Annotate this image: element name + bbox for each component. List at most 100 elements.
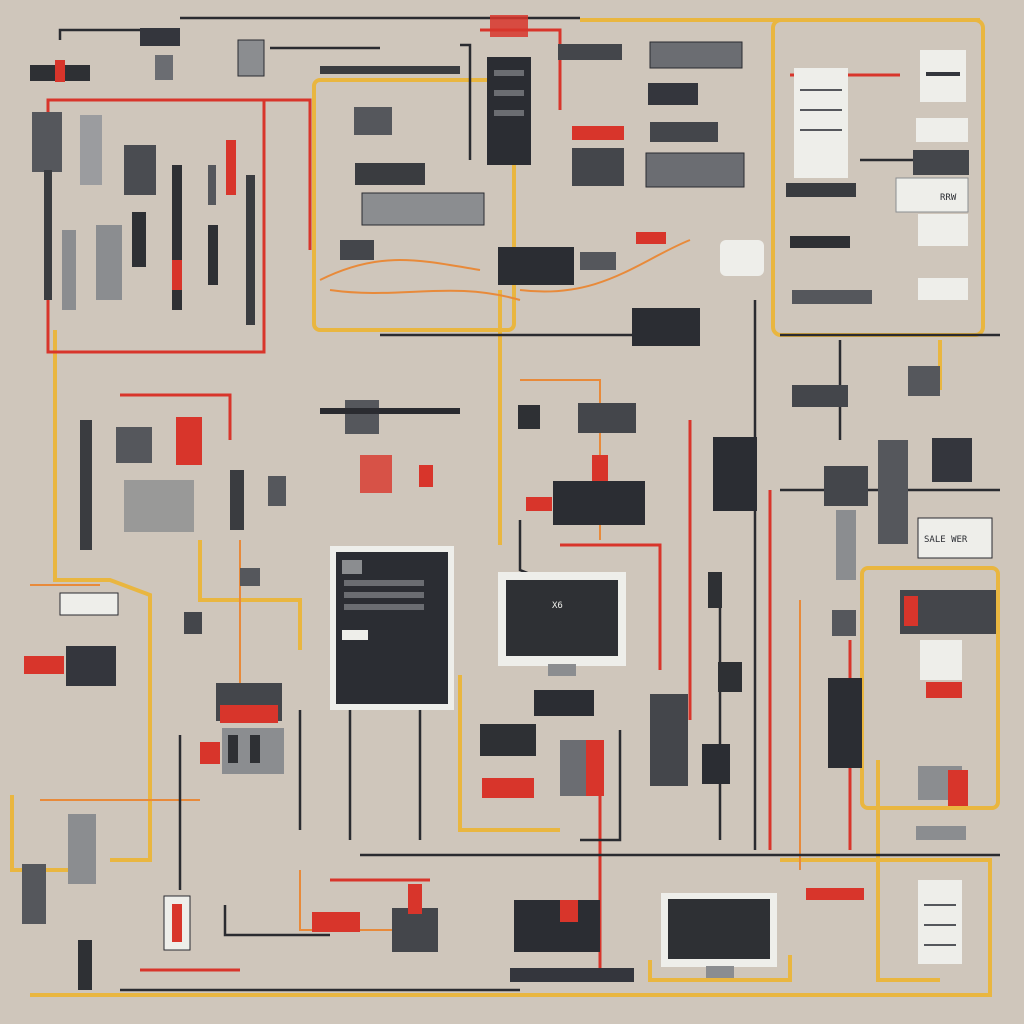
sensor-a <box>518 405 540 429</box>
cable-center <box>572 126 624 140</box>
plug-right <box>948 770 968 806</box>
terminal-top <box>238 40 264 76</box>
box-e <box>572 148 624 186</box>
document-bottom-right <box>918 880 962 964</box>
relay-red <box>360 455 392 493</box>
controller-bottom <box>514 900 600 952</box>
tool-rod <box>246 175 255 325</box>
document-sheet-e <box>918 278 968 300</box>
fuse-holder-element <box>172 904 182 942</box>
clip-b <box>240 568 260 586</box>
document-right <box>920 640 962 680</box>
rod-left <box>78 940 92 990</box>
bracket-left <box>22 864 46 924</box>
document-line <box>926 72 960 76</box>
brush-left <box>68 814 96 884</box>
amp-plug <box>482 778 534 798</box>
fuse-top <box>490 15 528 37</box>
box-g <box>650 122 718 142</box>
stick-a <box>230 470 244 530</box>
control-panel-indicator <box>342 560 362 574</box>
drive-unit <box>362 193 484 225</box>
controller-bottom-led <box>560 900 578 922</box>
fuse-red <box>419 465 433 487</box>
box-a <box>354 107 392 135</box>
center-monitor-stand <box>548 664 576 676</box>
center-monitor: X6 <box>498 572 626 676</box>
control-panel-label <box>342 630 368 640</box>
breaker-plug <box>200 742 220 764</box>
cable-bottom-right <box>806 888 864 900</box>
connector-top-left-plug <box>55 60 65 82</box>
switch-top <box>140 28 180 46</box>
transformer-a <box>116 427 152 463</box>
bottom-monitor <box>661 893 777 978</box>
junction-bottom-plug <box>408 884 422 914</box>
bottom-monitor-screen <box>668 899 770 959</box>
chip-board <box>702 744 730 784</box>
switch-stack <box>650 694 688 786</box>
tool-wrench <box>80 115 102 185</box>
breaker-right-lever <box>904 596 918 626</box>
tool-comb-b <box>96 225 122 300</box>
adapter-left <box>60 593 118 615</box>
switch-box <box>578 403 636 433</box>
terminal-right <box>878 440 908 544</box>
inline-fuse <box>708 572 722 608</box>
keypad-plug <box>526 497 552 511</box>
relay-right <box>908 366 940 396</box>
power-supply <box>828 678 862 768</box>
rail-top <box>558 44 622 60</box>
plug-mid <box>592 455 608 481</box>
router-box <box>632 308 700 346</box>
control-panel-face <box>336 552 448 704</box>
meter-right <box>932 438 972 482</box>
box-c <box>340 240 374 260</box>
monitor-glyph: X6 <box>552 601 563 611</box>
keypad <box>553 481 645 525</box>
control-panel <box>330 546 454 710</box>
stick-b <box>268 476 286 506</box>
inline-box <box>718 662 742 692</box>
tool-chisel <box>132 212 146 267</box>
screwdriver-left <box>80 420 92 550</box>
clip-a <box>184 612 202 634</box>
transformer-b <box>176 417 202 465</box>
crimp-tool <box>792 385 848 407</box>
control-panel-row <box>344 592 424 598</box>
module-mid <box>646 153 744 187</box>
plug-left <box>24 656 64 674</box>
document-sheet-d <box>918 214 968 246</box>
note-card <box>720 240 764 276</box>
terminal-row <box>916 826 966 840</box>
tool-pliers <box>208 165 216 205</box>
controller-center <box>498 247 574 285</box>
rail-doc-c <box>792 290 872 304</box>
tool-probe <box>44 170 52 300</box>
tool-file <box>208 225 218 285</box>
center-monitor-screen <box>506 580 618 656</box>
control-panel-row <box>344 604 424 610</box>
tool-clamp <box>32 112 62 172</box>
strip-bottom <box>510 968 634 982</box>
box-f <box>648 83 698 105</box>
bottom-monitor-stand <box>706 966 734 978</box>
amp-box <box>480 724 536 756</box>
battery-terminal <box>586 740 604 796</box>
rail-doc-a <box>786 183 856 197</box>
power-strip <box>534 690 594 716</box>
meter-left <box>66 646 116 686</box>
plug-center <box>636 232 666 244</box>
tower-slot-c <box>494 110 524 116</box>
chip-right <box>832 610 856 636</box>
panel-sticker-card <box>896 178 968 212</box>
document-photo <box>913 150 969 175</box>
module-top <box>650 42 742 68</box>
relay-top <box>155 55 173 80</box>
breaker-switch <box>228 735 238 763</box>
breaker-switch <box>250 735 260 763</box>
rack-unit <box>713 437 757 511</box>
box-d <box>580 252 616 270</box>
